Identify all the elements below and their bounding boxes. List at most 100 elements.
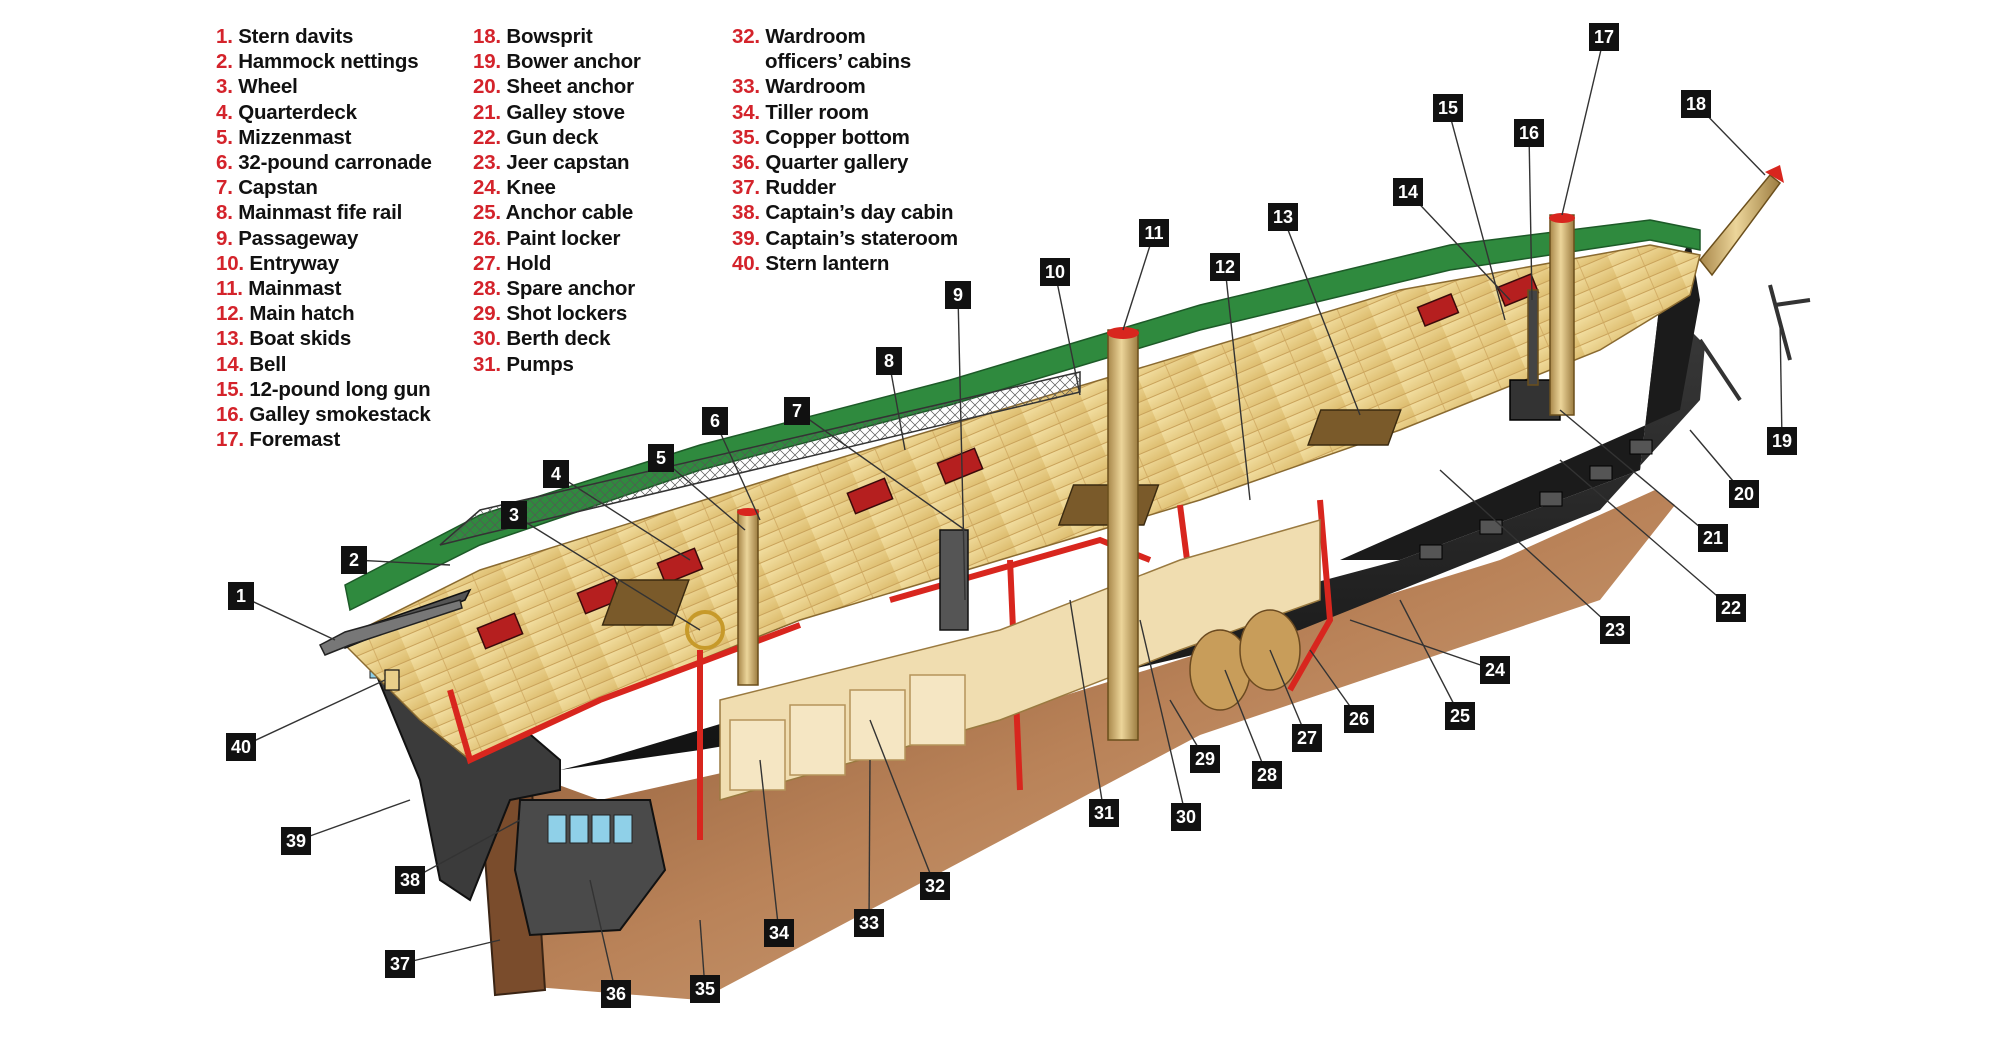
legend-item-label: Wardroom — [765, 75, 866, 99]
legend-item: 38. Captain’s day cabin — [732, 200, 958, 225]
legend-item-number: 11. — [216, 277, 243, 301]
callout-36: 36 — [601, 980, 631, 1008]
callout-12: 12 — [1210, 253, 1240, 281]
leader-lines — [240, 36, 1783, 995]
callout-box — [501, 501, 527, 529]
callout-14: 14 — [1393, 178, 1423, 206]
callout-number: 10 — [1045, 262, 1065, 282]
legend-item-number: 24. — [473, 176, 501, 200]
callout-39: 39 — [281, 827, 311, 855]
callout-4: 4 — [543, 460, 569, 488]
leader-line — [1447, 107, 1506, 321]
callout-8: 8 — [876, 347, 902, 375]
legend-item: 31. Pumps — [473, 352, 641, 377]
leader-line — [1139, 619, 1187, 818]
legend-item: 10. Entryway — [216, 251, 432, 276]
legend-item: 28. Spare anchor — [473, 276, 641, 301]
callout-box — [1040, 258, 1070, 286]
legend-item: 17. Foremast — [216, 427, 432, 452]
callout-17: 17 — [1589, 23, 1619, 51]
legend-item-label: Paint locker — [506, 226, 621, 250]
legend-item: 2. Hammock nettings — [216, 49, 432, 74]
callout-25: 25 — [1445, 702, 1475, 730]
callout-3: 3 — [501, 501, 527, 529]
legend-item-label: Capstan — [238, 176, 318, 200]
legend-item: 36. Quarter gallery — [732, 150, 958, 175]
leader-line — [240, 595, 336, 641]
callout-box — [690, 975, 720, 1003]
callout-box — [1344, 705, 1374, 733]
legend-item-number: 17. — [216, 428, 244, 452]
callout-number: 7 — [792, 401, 802, 421]
callout-box — [1589, 23, 1619, 51]
callout-number: 24 — [1485, 660, 1505, 680]
callout-24: 24 — [1480, 656, 1510, 684]
legend-item: 40. Stern lantern — [732, 251, 958, 276]
gun-ports — [1419, 439, 1653, 560]
legend-item-label: Shot lockers — [506, 302, 628, 326]
leader-line — [869, 719, 936, 887]
mast-caps — [737, 213, 1575, 516]
galley-smokestack — [1527, 289, 1539, 386]
callout-box — [920, 872, 950, 900]
hull-side — [560, 300, 1705, 770]
callout-27: 27 — [1292, 724, 1322, 752]
legend-item-label: Jeer capstan — [506, 151, 630, 175]
legend-item-label: Bell — [249, 352, 287, 376]
callout-number: 29 — [1195, 749, 1215, 769]
leader-line — [409, 819, 521, 881]
legend-item: 13. Boat skids — [216, 326, 432, 351]
legend-item: 7. Capstan — [216, 175, 432, 200]
callout-box — [784, 397, 810, 425]
legend-item-number: 8. — [216, 201, 233, 225]
legend-item-number: 18. — [473, 25, 501, 48]
legend-item: 14. Bell — [216, 352, 432, 377]
legend-item-label: 32-pound carronade — [238, 151, 432, 175]
callout-35: 35 — [690, 975, 720, 1003]
legend-item: 5. Mizzenmast — [216, 125, 432, 150]
callout-6: 6 — [702, 407, 728, 435]
legend-item-label: Pumps — [506, 352, 574, 376]
callout-15: 15 — [1433, 94, 1463, 122]
legend-item-number: 7. — [216, 176, 233, 200]
legend-item: 35. Copper bottom — [732, 125, 958, 150]
leader-line — [295, 799, 411, 842]
callout-20: 20 — [1729, 480, 1759, 508]
legend-item: 8. Mainmast fife rail — [216, 200, 432, 225]
callout-number: 39 — [286, 831, 306, 851]
callout-box — [601, 980, 631, 1008]
callout-number: 8 — [884, 351, 894, 371]
legend-item-number: 27. — [473, 251, 501, 275]
callout-box — [385, 950, 415, 978]
callout-box — [854, 909, 884, 937]
stern-davits — [318, 599, 463, 656]
callout-box — [1514, 119, 1544, 147]
callout-30: 30 — [1171, 803, 1201, 831]
legend-item: 16. Galley smokestack — [216, 402, 432, 427]
leader-line — [1439, 469, 1616, 631]
callout-number: 9 — [953, 285, 963, 305]
callout-number: 28 — [1257, 765, 1277, 785]
legend-item-label: Mainmast fife rail — [238, 201, 403, 225]
callout-number: 19 — [1772, 431, 1792, 451]
callout-37: 37 — [385, 950, 415, 978]
callout-number: 26 — [1349, 709, 1369, 729]
callout-number: 38 — [400, 870, 420, 890]
legend-item: 34. Tiller room — [732, 100, 958, 125]
legend-item-number: 13. — [216, 327, 244, 351]
legend-item-label: Copper bottom — [765, 125, 910, 149]
callout-number: 18 — [1686, 94, 1706, 114]
legend-item: 33. Wardroom — [732, 74, 958, 99]
callout-box — [1171, 803, 1201, 831]
callout-box — [1433, 94, 1463, 122]
leader-line — [1224, 669, 1268, 776]
legend-item-label: Wardroom — [765, 25, 866, 48]
callout-number: 21 — [1703, 528, 1723, 548]
legend-item: 18. Bowsprit — [473, 24, 641, 49]
legend-item-label: Tiller room — [765, 100, 869, 124]
leader-line — [1528, 132, 1533, 301]
capstan — [939, 529, 969, 631]
callout-number: 15 — [1438, 98, 1458, 118]
